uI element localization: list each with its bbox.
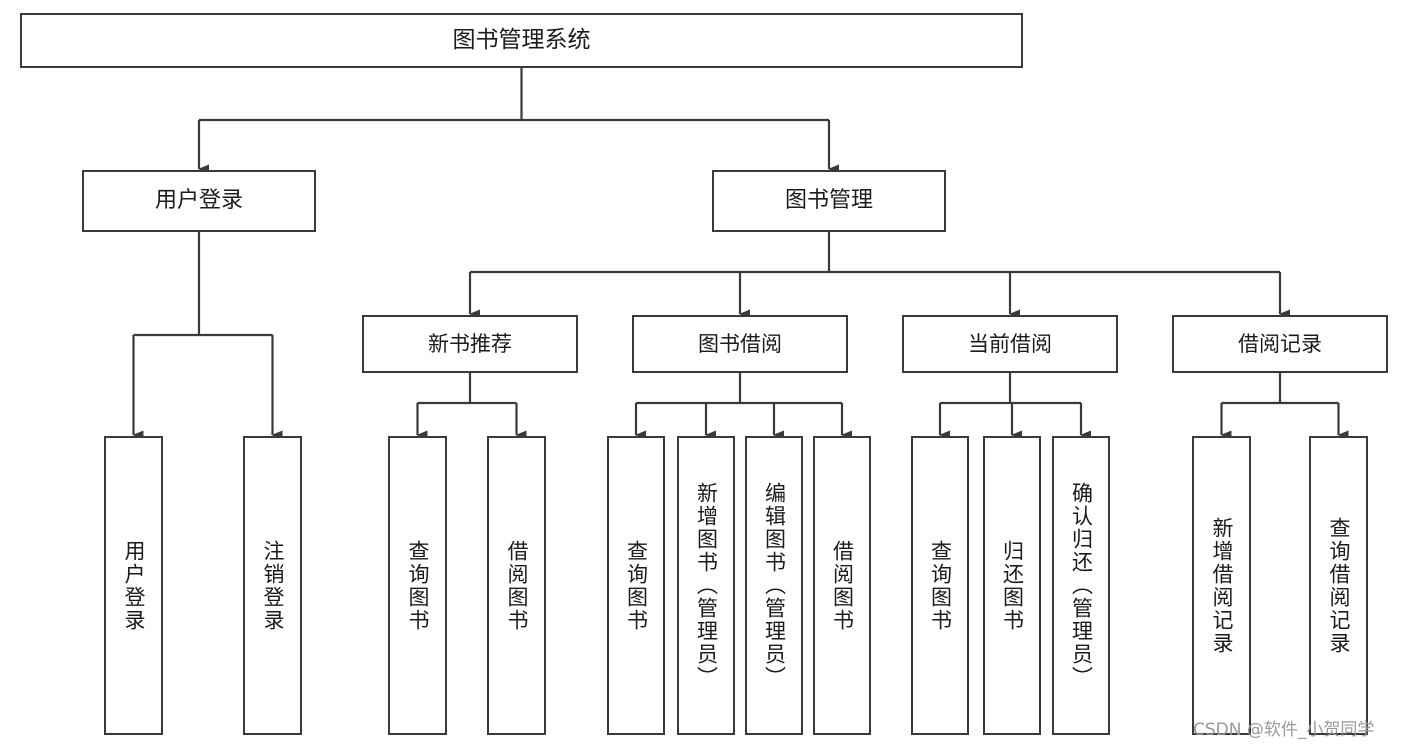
node-label-leaf-borrow-book-rec: 借阅图书 bbox=[505, 539, 529, 632]
node-label-root: 图书管理系统 bbox=[452, 27, 591, 54]
node-label-leaf-edit-book: 编辑图书（管理员） bbox=[762, 482, 787, 689]
node-label-leaf-borrow-book: 借阅图书 bbox=[830, 539, 855, 632]
node-label-new-book-recommend: 新书推荐 bbox=[428, 331, 512, 356]
node-leaf-user-login[interactable]: 用户登录 bbox=[104, 436, 163, 735]
node-leaf-edit-book[interactable]: 编辑图书（管理员） bbox=[745, 436, 803, 735]
node-label-leaf-user-login: 用户登录 bbox=[122, 539, 146, 632]
node-label-leaf-add-borrow-record: 新增借阅记录 bbox=[1210, 516, 1234, 655]
node-label-leaf-return-book: 归还图书 bbox=[1000, 539, 1025, 632]
node-label-leaf-query-book-current: 查询图书 bbox=[928, 539, 953, 632]
node-leaf-borrow-book-rec[interactable]: 借阅图书 bbox=[487, 436, 546, 735]
node-label-leaf-query-book-borrow: 查询图书 bbox=[624, 539, 649, 632]
node-leaf-user-logout[interactable]: 注销登录 bbox=[243, 436, 302, 735]
node-label-leaf-query-book-rec: 查询图书 bbox=[406, 539, 430, 632]
node-label-leaf-query-borrow-record: 查询借阅记录 bbox=[1327, 516, 1351, 655]
connector-paths bbox=[132, 68, 1349, 440]
node-book-borrow[interactable]: 图书借阅 bbox=[632, 315, 848, 373]
node-label-borrow-record: 借阅记录 bbox=[1238, 331, 1322, 356]
node-label-user-login: 用户登录 bbox=[154, 188, 243, 214]
node-label-current-borrow: 当前借阅 bbox=[968, 331, 1052, 356]
node-label-book-borrow: 图书借阅 bbox=[698, 331, 782, 356]
node-leaf-borrow-book[interactable]: 借阅图书 bbox=[813, 436, 871, 735]
node-new-book-recommend[interactable]: 新书推荐 bbox=[362, 315, 578, 373]
node-root[interactable]: 图书管理系统 bbox=[20, 13, 1023, 68]
node-label-leaf-user-logout: 注销登录 bbox=[261, 539, 285, 632]
node-leaf-add-book[interactable]: 新增图书（管理员） bbox=[677, 436, 735, 735]
node-leaf-return-book[interactable]: 归还图书 bbox=[983, 436, 1041, 735]
node-book-manage[interactable]: 图书管理 bbox=[712, 170, 946, 232]
node-leaf-query-book-borrow[interactable]: 查询图书 bbox=[607, 436, 665, 735]
node-label-book-manage: 图书管理 bbox=[784, 188, 873, 214]
node-leaf-confirm-return[interactable]: 确认归还（管理员） bbox=[1052, 436, 1110, 735]
node-leaf-query-book-rec[interactable]: 查询图书 bbox=[388, 436, 447, 735]
node-user-login[interactable]: 用户登录 bbox=[82, 170, 316, 232]
node-current-borrow[interactable]: 当前借阅 bbox=[902, 315, 1118, 373]
node-leaf-add-borrow-record[interactable]: 新增借阅记录 bbox=[1192, 436, 1251, 735]
node-borrow-record[interactable]: 借阅记录 bbox=[1172, 315, 1388, 373]
node-leaf-query-book-current[interactable]: 查询图书 bbox=[911, 436, 969, 735]
node-label-leaf-confirm-return: 确认归还（管理员） bbox=[1069, 482, 1094, 689]
watermark-text: CSDN @软件_小贺同学 bbox=[1193, 720, 1375, 740]
node-label-leaf-add-book: 新增图书（管理员） bbox=[694, 482, 719, 689]
node-leaf-query-borrow-record[interactable]: 查询借阅记录 bbox=[1309, 436, 1368, 735]
